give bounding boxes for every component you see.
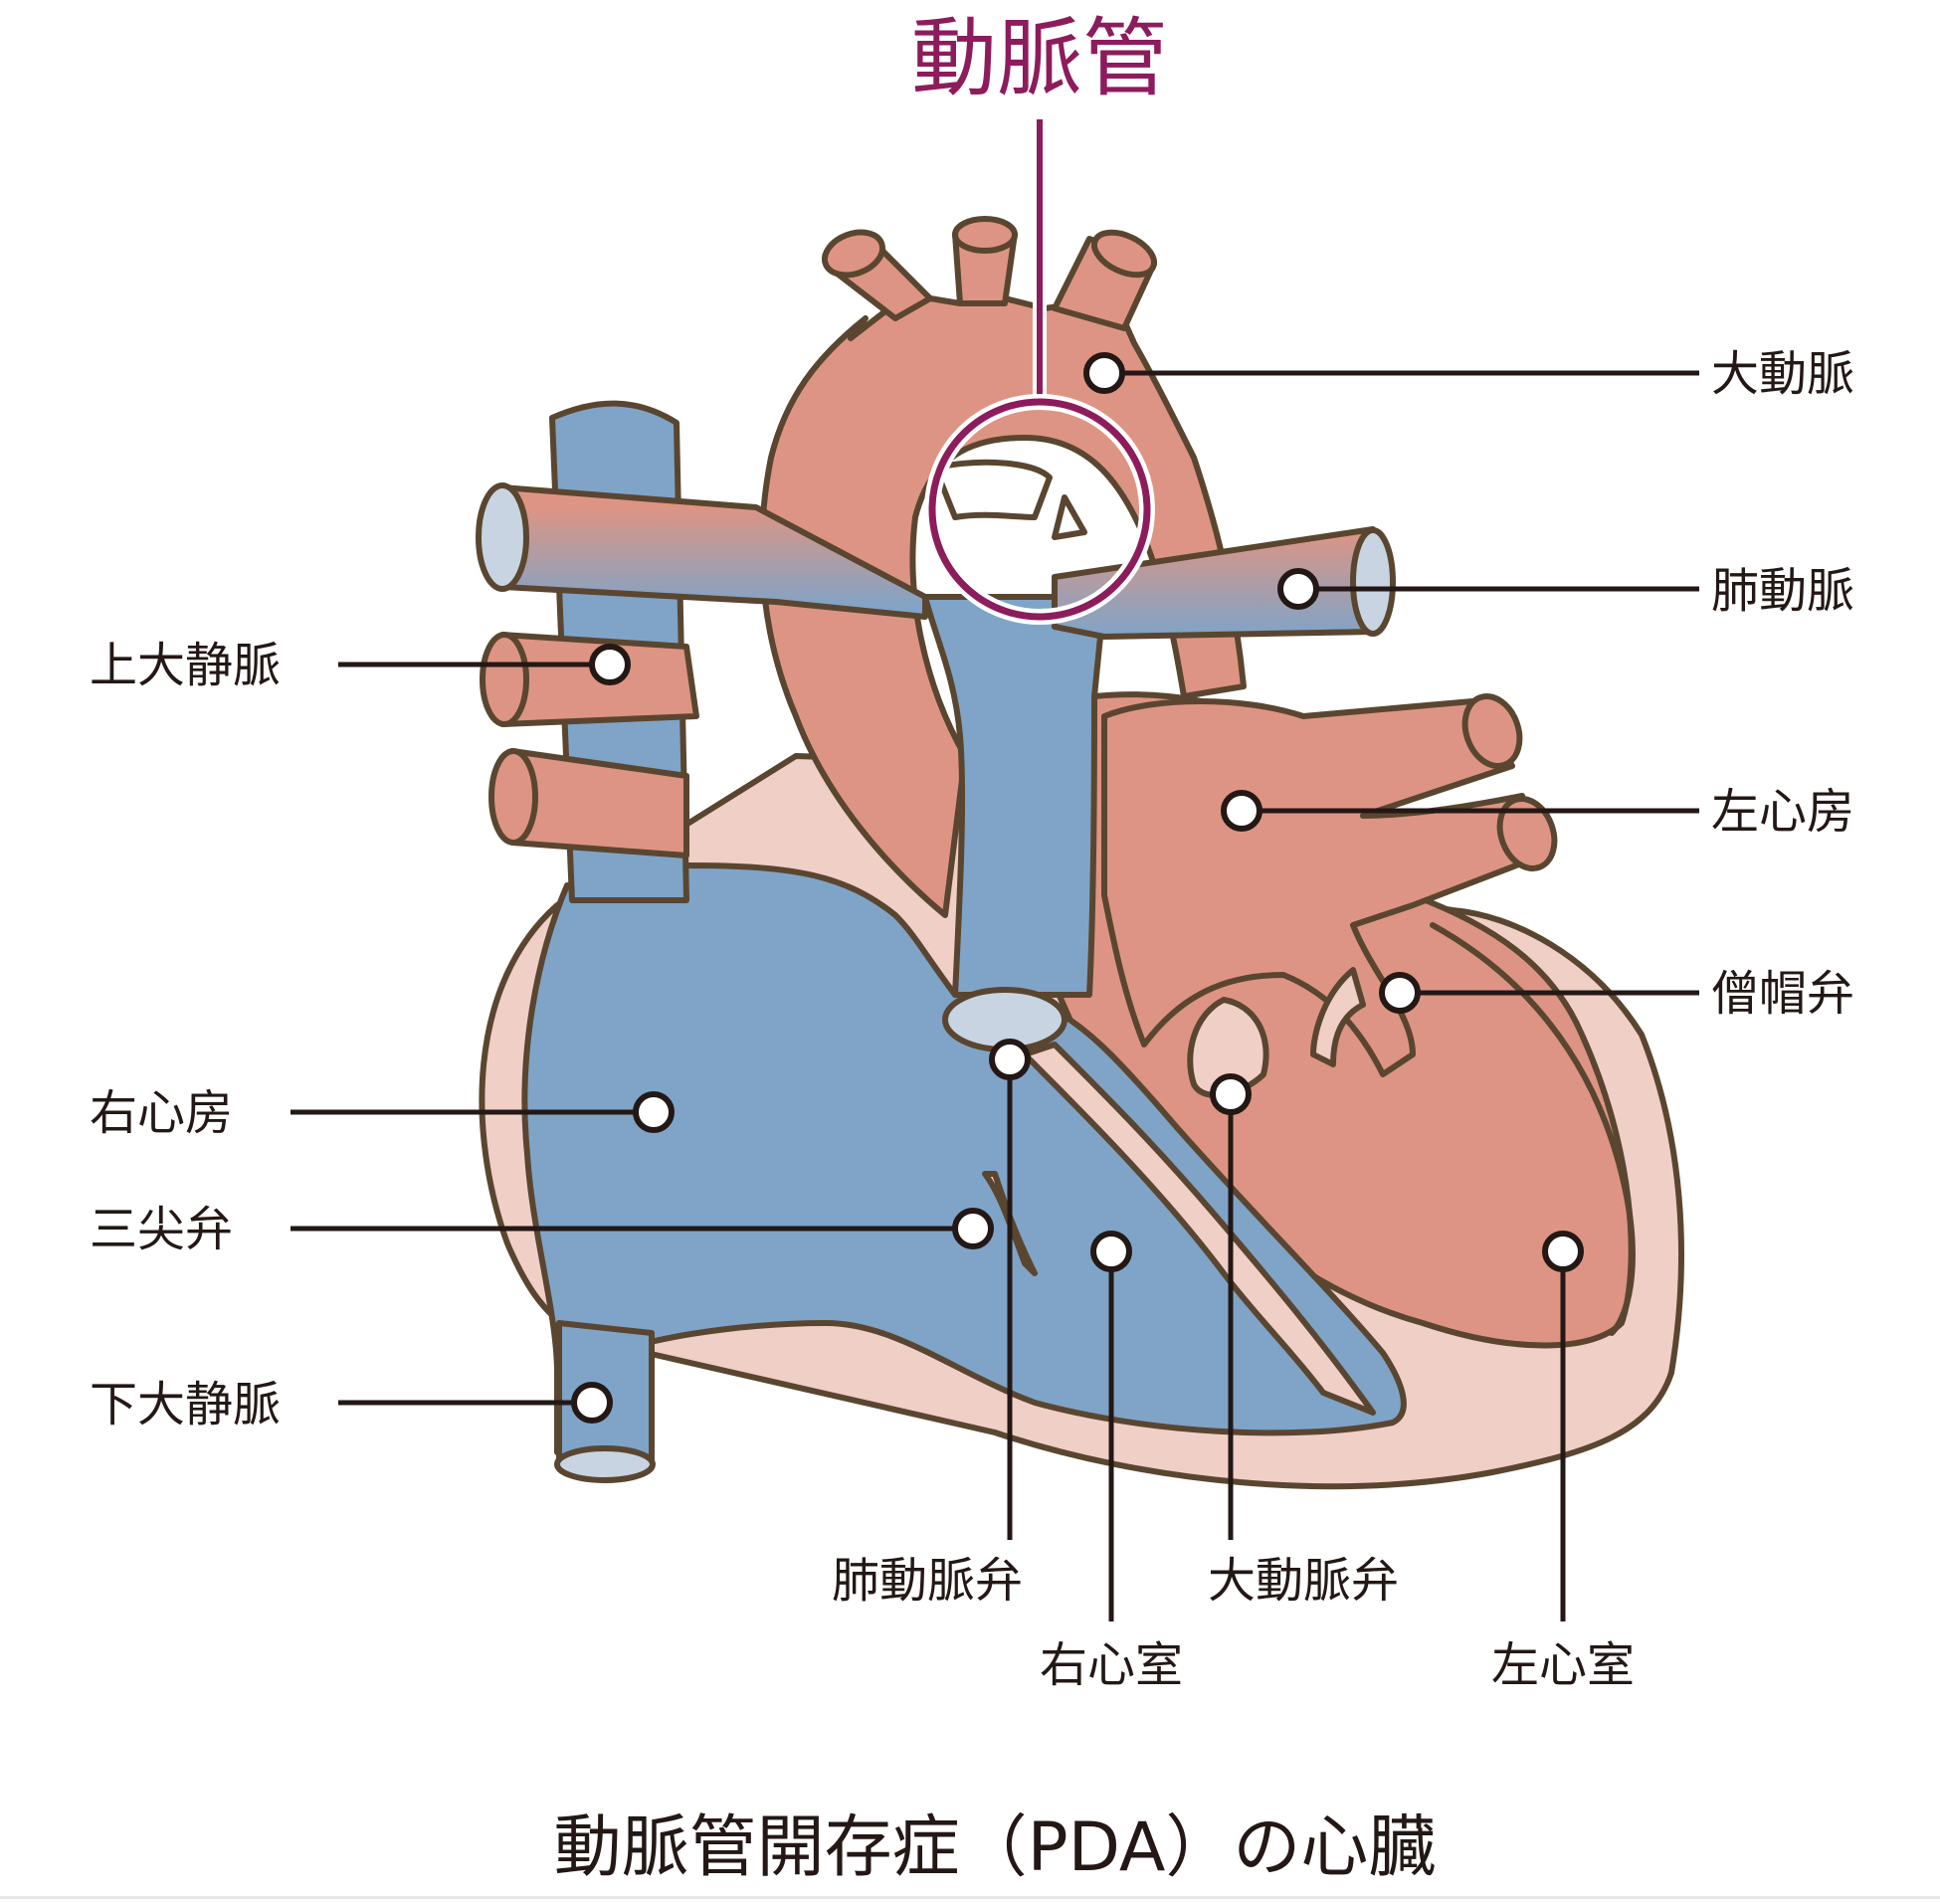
pulmonary-vein-upper-left-end — [480, 632, 529, 727]
superior-vena-cava-marker — [589, 644, 631, 685]
pulmonary-valve-label: 肺動脈弁 — [832, 1553, 1023, 1609]
ductus-arteriosus-callout — [924, 119, 1155, 625]
mitral-valve-leaflet — [1310, 967, 1366, 1067]
aortic-valve-label: 大動脈弁 — [1208, 1553, 1399, 1609]
pulmonary-artery-label: 肺動脈 — [1711, 563, 1854, 619]
left-atrium-label: 左心房 — [1711, 784, 1854, 840]
interventricular-septum — [1022, 1042, 1376, 1416]
mitral-valve-marker — [1379, 972, 1421, 1014]
ductus-arteriosus-title: 動脈管 — [911, 9, 1168, 108]
right-ventricle-label: 右心室 — [1040, 1637, 1183, 1693]
pulmonary-valve-marker — [989, 1039, 1031, 1080]
tricuspid-valve-leaflet — [982, 1171, 1038, 1276]
left-atrium-shape — [1101, 698, 1545, 1077]
aorta-label: 大動脈 — [1711, 346, 1854, 402]
superior-vena-cava-label: 上大静脈 — [90, 638, 281, 693]
left-ventricle-wall-line — [1430, 922, 1636, 1336]
right-heart-body — [521, 862, 1407, 1455]
right-atrium-marker — [633, 1091, 675, 1133]
bottom-divider — [0, 1896, 1940, 1899]
aorta-branch-right-end — [1091, 229, 1157, 279]
pulmonary-artery-left-end — [476, 482, 529, 592]
pulmonary-artery-right-end — [1350, 527, 1396, 637]
tricuspid-valve-label: 三尖弁 — [90, 1202, 233, 1257]
ductus-arteriosus — [932, 459, 1053, 520]
pulmonary-vein-lower-right-end — [1496, 796, 1558, 871]
pulmonary-vein-upper-right-end — [1461, 693, 1523, 769]
left-atrium-marker — [1221, 790, 1262, 832]
right-atrium-label: 右心房 — [90, 1085, 233, 1141]
pulmonary-vein-lower-left-end — [488, 748, 538, 846]
right-ventricle-marker — [1090, 1231, 1132, 1272]
aortic-valve-marker — [1210, 1073, 1252, 1115]
aorta-branch-mid-end — [952, 216, 1018, 254]
inferior-vena-cava-label: 下大静脈 — [90, 1377, 281, 1432]
tricuspid-valve-marker — [952, 1208, 994, 1249]
inferior-vena-cava-marker — [571, 1382, 613, 1424]
pulmonary-trunk — [922, 594, 1107, 998]
leader-lines — [291, 370, 1699, 1621]
left-ventricle-label: 左心室 — [1491, 1637, 1635, 1693]
pulmonary-artery-marker — [1277, 568, 1319, 610]
inferior-vena-cava-end — [554, 1445, 656, 1483]
aorta-marker — [1083, 352, 1125, 394]
left-ventricle-marker — [1542, 1231, 1584, 1272]
leader-markers — [571, 352, 1584, 1424]
mitral-valve-label: 僧帽弁 — [1711, 966, 1854, 1022]
figure-caption: 動脈管開存症（PDA）の心臓 — [554, 1809, 1437, 1887]
ductus-arteriosus-inner — [1052, 494, 1087, 540]
aorta-branch-left-end — [821, 229, 886, 279]
